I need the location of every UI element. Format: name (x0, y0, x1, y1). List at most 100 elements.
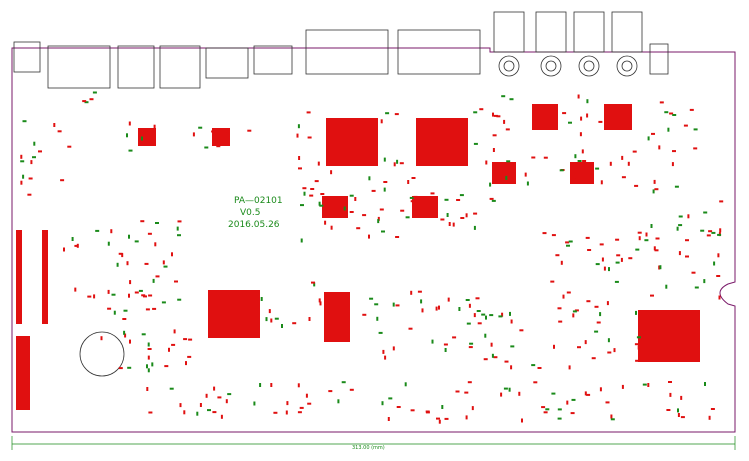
smd-pad (174, 280, 178, 283)
smd-pad (610, 418, 615, 421)
smd-pad (637, 345, 640, 350)
smd-pad (468, 346, 473, 349)
smd-pad (627, 161, 630, 166)
smd-pad (521, 418, 523, 423)
smd-pad (616, 254, 621, 257)
smd-pad (395, 304, 400, 307)
smd-pad (155, 275, 160, 278)
smd-pad (28, 177, 33, 180)
smd-pad (368, 234, 370, 239)
smd-pad (27, 193, 32, 196)
smd-pad (227, 393, 232, 396)
smd-pad (376, 316, 379, 321)
smd-pad (225, 399, 228, 404)
smd-pad (503, 387, 508, 390)
major-ics (138, 104, 700, 362)
smd-pad (163, 265, 168, 268)
smd-pad (693, 128, 698, 131)
pin-header-1 (16, 230, 22, 324)
smd-pad (650, 224, 653, 228)
passive-components (20, 91, 724, 424)
smd-pad (107, 307, 112, 310)
smd-pad (464, 391, 469, 394)
smd-pad (568, 240, 573, 243)
smd-pad (572, 170, 577, 173)
smd-pad (557, 408, 562, 411)
smd-pad (621, 155, 624, 160)
smd-pad (145, 308, 150, 311)
smd-pad (444, 417, 449, 420)
flash-chip (324, 292, 350, 342)
smd-pad (213, 386, 216, 391)
smd-pad (384, 355, 387, 360)
smd-pad (606, 301, 609, 306)
smd-pad (557, 417, 562, 420)
smd-pad (533, 381, 538, 384)
smd-pad (141, 294, 146, 297)
smd-pad (572, 313, 575, 318)
smd-pad (469, 342, 474, 345)
smd-pad (314, 180, 319, 183)
smd-pad (260, 297, 263, 301)
smd-pad (362, 214, 367, 217)
smd-pad (292, 322, 297, 325)
smd-pad (349, 388, 354, 391)
smd-pad (318, 201, 321, 206)
smd-pad (509, 98, 514, 101)
smd-pad (635, 248, 640, 251)
smd-pad (479, 108, 484, 111)
smd-pad (116, 262, 119, 267)
serial-connector (397, 29, 481, 75)
smd-pad (138, 289, 143, 292)
smd-pad (152, 307, 157, 310)
smd-pad (666, 409, 671, 411)
smd-pad (356, 227, 361, 230)
smd-pad (503, 119, 506, 124)
smd-pad (413, 195, 418, 198)
smd-pad (126, 261, 129, 266)
smd-pad (71, 237, 74, 241)
smd-pad (124, 333, 127, 338)
smd-pad (594, 305, 599, 308)
smd-pad (443, 343, 448, 346)
smd-pad (89, 98, 94, 101)
dimension-label: 313.00 (mm) (352, 445, 385, 451)
smd-pad (694, 286, 699, 289)
smd-pad (452, 222, 455, 227)
smd-pad (490, 342, 493, 347)
smd-pad (382, 349, 385, 354)
smd-pad (126, 133, 128, 138)
smd-pad (411, 177, 416, 179)
smd-pad (566, 291, 571, 294)
smd-pad (168, 347, 170, 352)
smd-pad (550, 280, 555, 283)
ddr-chip-3 (492, 162, 516, 184)
smd-pad (598, 120, 603, 123)
smd-pad (444, 348, 447, 352)
smd-pad (148, 411, 153, 414)
smd-pad (572, 310, 577, 313)
smd-pad (465, 415, 468, 420)
smd-pad (388, 397, 393, 400)
smd-pad (129, 280, 132, 285)
smd-pad (396, 159, 399, 164)
smd-pad (330, 170, 333, 175)
smd-pad (591, 357, 596, 360)
smd-pad (146, 387, 149, 391)
left-headers (16, 230, 48, 410)
smd-pad (383, 181, 388, 183)
smd-pad (268, 309, 271, 314)
smd-pad (542, 232, 547, 235)
smd-pad (30, 160, 33, 165)
smd-pad (259, 383, 262, 387)
smd-pad (571, 398, 576, 401)
smd-pad (198, 126, 203, 129)
smd-pad (485, 315, 487, 320)
smd-pad (169, 387, 174, 390)
smd-pad (586, 300, 591, 303)
smd-pad (448, 222, 451, 226)
memory-chip-2 (412, 196, 438, 218)
smd-pad (205, 393, 208, 398)
smd-pad (582, 160, 587, 162)
smd-pad (491, 199, 496, 202)
